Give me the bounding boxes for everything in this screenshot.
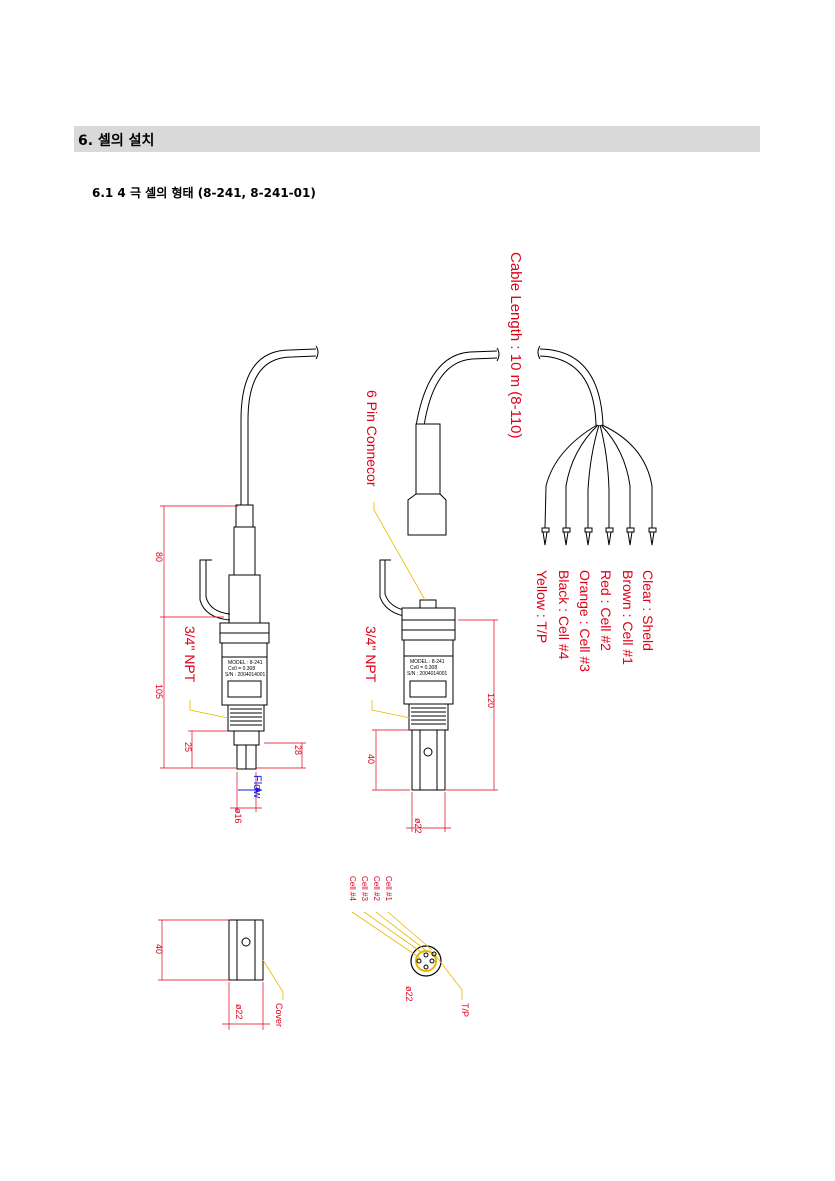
svg-text:40: 40 [366,754,376,764]
svg-text:ø22: ø22 [404,986,414,1002]
tp-label: T/P [460,1003,470,1017]
svg-text:S/N : 2004014001: S/N : 2004014001 [407,671,448,677]
svg-text:80: 80 [154,552,164,562]
dimensions-middle: 120 40 ø22 [366,619,498,834]
cover-label: Cover [274,1003,284,1027]
svg-text:Yellow : T/P: Yellow : T/P [534,570,550,643]
svg-text:Orange : Cell #3: Orange : Cell #3 [577,570,593,672]
svg-text:ø16: ø16 [233,808,243,824]
svg-text:25: 25 [183,742,193,752]
svg-text:Cx0 = 0.308: Cx0 = 0.308 [410,665,437,671]
svg-text:Cell #3: Cell #3 [360,876,369,901]
svg-text:MODEL : 8-241: MODEL : 8-241 [410,659,445,665]
svg-text:ø22: ø22 [413,818,423,834]
flow-label: Flow [251,775,263,798]
svg-text:Cell #1: Cell #1 [384,876,393,901]
sensor-side-view [199,345,319,770]
svg-text:Red : Cell #2: Red : Cell #2 [598,570,614,651]
section-title: 6. 셀의 설치 [78,133,155,149]
svg-text:40: 40 [154,944,164,954]
svg-text:S/N : 2004014001: S/N : 2004014001 [225,672,266,678]
svg-text:Cell #2: Cell #2 [372,876,381,901]
svg-text:105: 105 [154,684,164,699]
npt-label-left: 3/4" NPT [182,626,198,683]
sensor-front-view [379,347,500,791]
svg-text:120: 120 [486,693,496,708]
nameplate-middle: MODEL : 8-241 Cx0 = 0.308 S/N : 20040140… [407,659,448,677]
section-header: 6. 셀의 설치 [74,126,760,152]
nameplate-left: MODEL : 8-241 Cx0 = 0.308 S/N : 20040140… [225,660,266,678]
svg-text:Cell #4: Cell #4 [348,876,357,901]
wire-color-legend: Clear : Sheld Brown : Cell #1 Red : Cell… [534,570,656,672]
svg-text:Black : Cell #4: Black : Cell #4 [556,570,572,660]
svg-text:Cx0 = 0.308: Cx0 = 0.308 [228,666,255,672]
svg-text:Brown : Cell #1: Brown : Cell #1 [620,570,636,665]
cover-drawing: 40 ø22 Cover [154,919,284,1030]
cable-length-label: Cable Length : 10 m (8-110) [507,252,524,439]
svg-text:Clear : Sheld: Clear : Sheld [640,570,656,651]
npt-label-middle: 3/4" NPT [363,626,379,683]
dimensions-left: 80 105 25 28 ø16 Flow [154,505,306,824]
svg-text:28: 28 [293,745,303,755]
end-view-drawing: Cell #1 Cell #2 Cell #3 Cell #4 ø22 T/P [348,876,470,1017]
cable-wires [537,345,657,546]
svg-text:MODEL : 8-241: MODEL : 8-241 [228,660,263,666]
pin-connector-label: 6 Pin Connecor [364,390,380,487]
subsection-title: 6.1 4 극 셀의 형태 (8-241, 8-241-01) [92,186,316,200]
svg-text:ø22: ø22 [234,1004,244,1020]
